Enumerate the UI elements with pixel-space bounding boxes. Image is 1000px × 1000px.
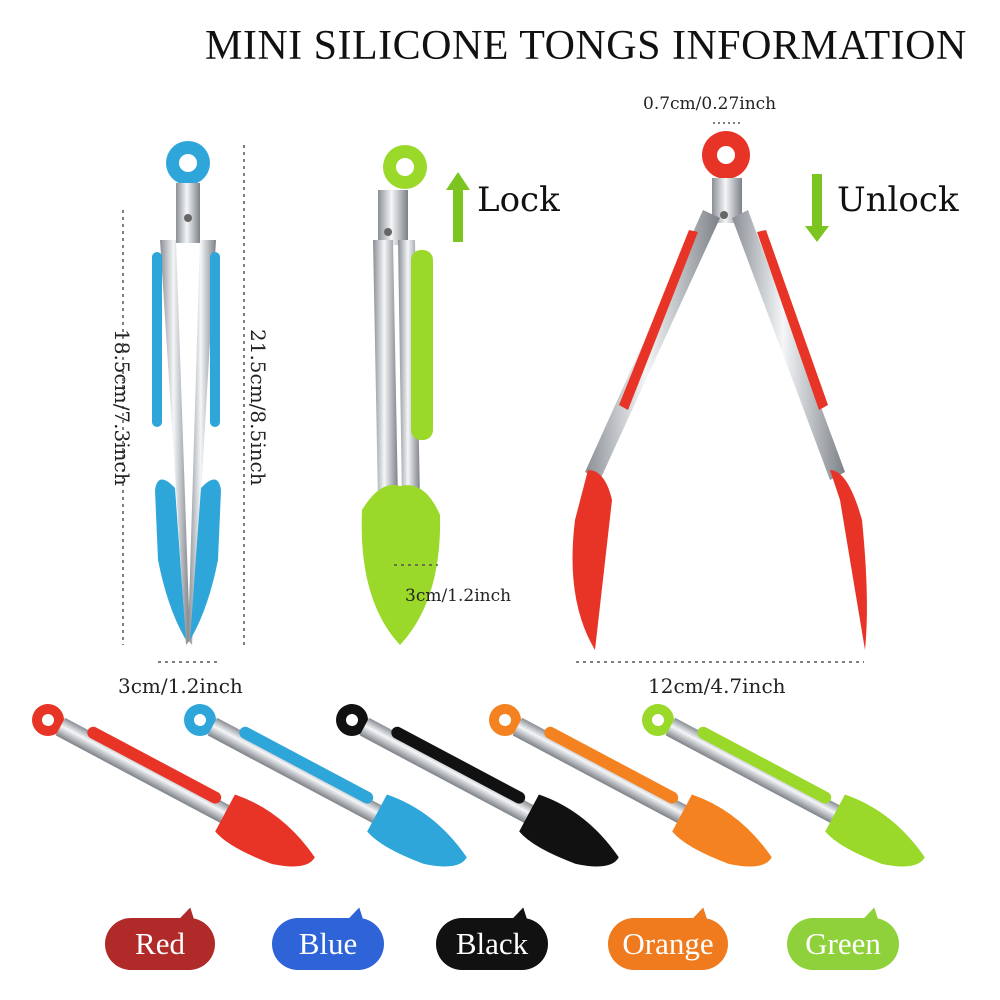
width-green-label: 3cm/1.2inch xyxy=(405,586,512,606)
color-label: Orange xyxy=(622,926,714,961)
red-tong-open xyxy=(572,131,867,650)
color-label: Blue xyxy=(298,926,358,961)
color-badge-red: Red xyxy=(105,918,215,970)
color-badge-green: Green xyxy=(787,918,899,970)
color-label: Red xyxy=(135,926,185,961)
blue-tong-closed xyxy=(152,141,221,645)
ring-width-label: 0.7cm/0.27inch xyxy=(643,94,777,114)
green-tong-locked xyxy=(361,145,441,645)
unlock-label: Unlock xyxy=(837,180,959,220)
length-long-label: 21.5cm/8.5inch xyxy=(246,329,270,486)
length-short-label: 18.5cm/7.3inch xyxy=(110,329,134,486)
tong-black xyxy=(336,704,619,867)
tong-blue xyxy=(184,704,467,867)
color-badge-black: Black xyxy=(436,918,548,970)
page-title: MINI SILICONE TONGS INFORMATION xyxy=(205,23,967,69)
tong-red xyxy=(31,704,315,867)
open-width-label: 12cm/4.7inch xyxy=(648,674,786,698)
color-badge-blue: Blue xyxy=(272,918,384,970)
width-blue-label: 3cm/1.2inch xyxy=(118,674,243,698)
color-tongs-row xyxy=(31,704,925,867)
color-label: Black xyxy=(455,926,529,961)
color-label: Green xyxy=(805,926,881,961)
lock-label: Lock xyxy=(477,180,560,220)
tong-green xyxy=(642,704,925,867)
arrow-up-icon xyxy=(446,172,470,242)
tong-orange xyxy=(489,704,772,867)
arrow-down-icon xyxy=(805,174,829,242)
color-badge-orange: Orange xyxy=(608,918,728,970)
